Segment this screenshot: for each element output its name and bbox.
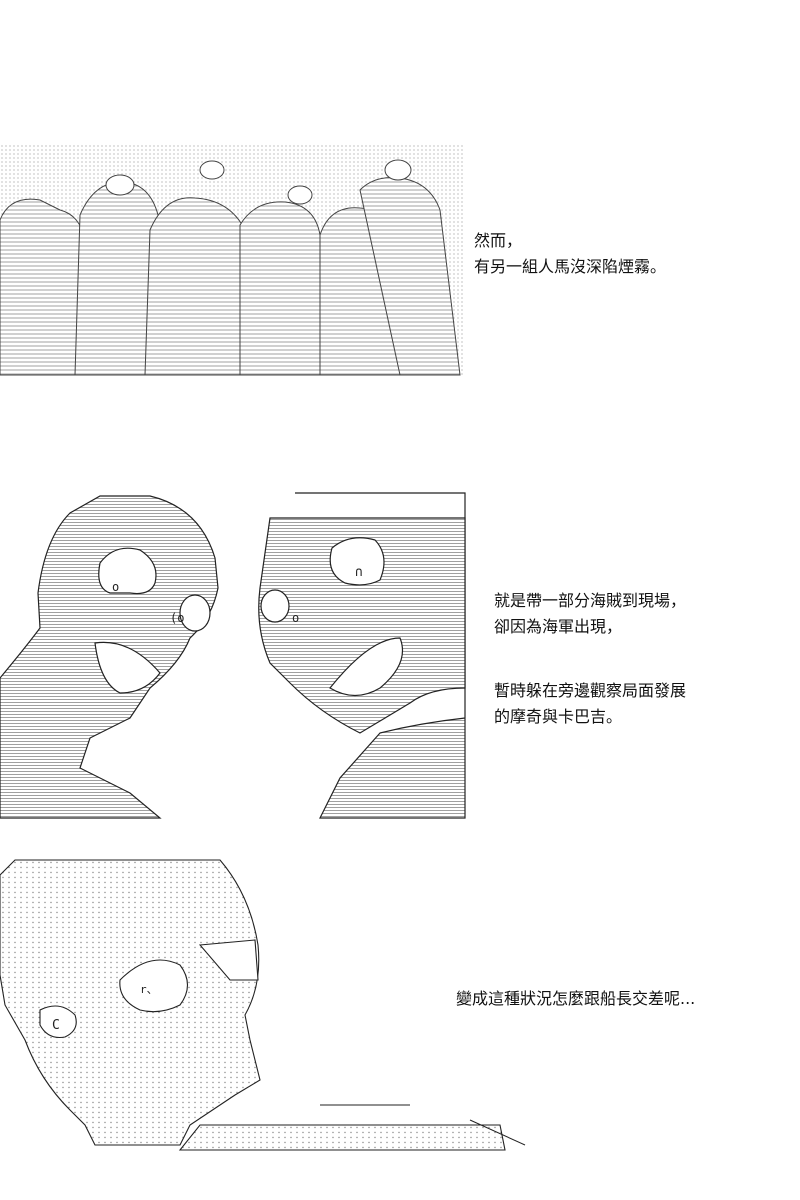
- caption-2-line-2: 卻因為海軍出現，: [494, 617, 623, 636]
- caption-2: 就是帶一部分海賊到現場， 卻因為海軍出現，: [494, 588, 686, 640]
- caption-3-line-2: 的摩奇與卡巴吉。: [494, 707, 623, 726]
- svg-text:(o: (o: [170, 611, 184, 625]
- svg-text:r、: r、: [140, 983, 158, 996]
- character-closeup-illustration: C r、: [0, 855, 540, 1155]
- svg-text:o: o: [292, 611, 299, 625]
- two-characters-illustration: o (o ∩ o: [0, 488, 470, 828]
- svg-text:C: C: [52, 1018, 60, 1033]
- svg-text:∩: ∩: [355, 565, 363, 580]
- caption-1-line-1: 然而，: [474, 231, 523, 250]
- caption-3-line-1: 暫時躲在旁邊觀察局面發展: [494, 681, 687, 700]
- caption-2-line-1: 就是帶一部分海賊到現場，: [494, 591, 687, 610]
- caption-3: 暫時躲在旁邊觀察局面發展的摩奇與卡巴吉。: [494, 678, 686, 730]
- crowd-illustration: [0, 140, 470, 380]
- svg-text:o: o: [112, 580, 119, 594]
- caption-1: 然而， 有另一組人馬沒深陷煙霧。: [474, 228, 666, 280]
- caption-1-line-2: 有另一組人馬沒深陷煙霧。: [474, 257, 667, 276]
- caption-4-line-1: 變成這種狀況怎麼跟船長交差呢...: [456, 989, 696, 1008]
- caption-4: 變成這種狀況怎麼跟船長交差呢...: [456, 986, 695, 1012]
